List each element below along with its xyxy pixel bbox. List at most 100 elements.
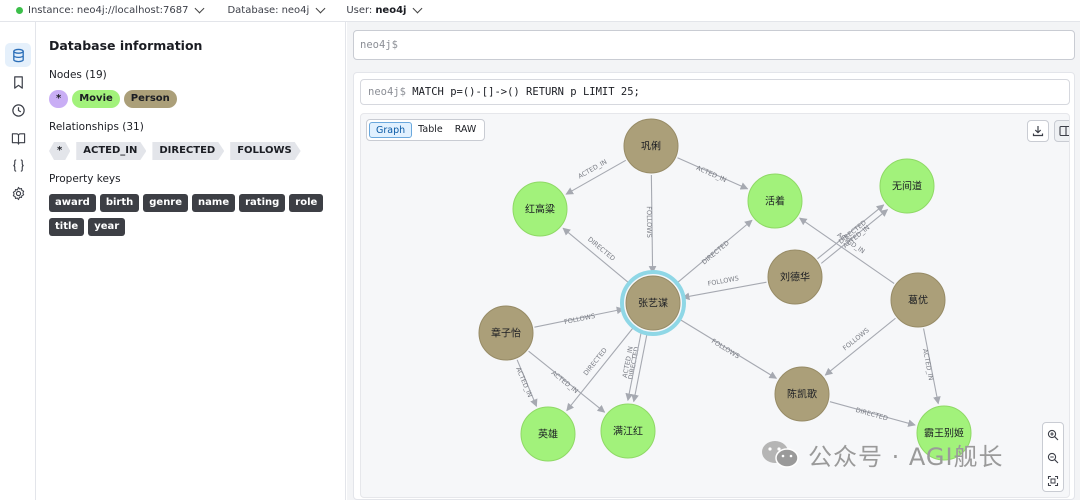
relationship-type-chip[interactable]: DIRECTED (152, 142, 224, 160)
result-prompt: neo4j$ (368, 86, 406, 98)
node-circle[interactable] (879, 158, 935, 214)
graph-node-zhangziyi[interactable]: 章子怡 (478, 305, 534, 361)
node-circle[interactable] (625, 275, 681, 331)
relationship-edge[interactable] (817, 204, 885, 260)
property-key-chip[interactable]: birth (99, 194, 140, 212)
relationships-section-title: Relationships (31) (49, 121, 144, 133)
database-selector[interactable]: Database: neo4j (227, 3, 326, 16)
node-label-chip[interactable]: Movie (72, 90, 120, 108)
graph-node-bawangbieji[interactable]: 霸王别姬 (916, 405, 972, 461)
connection-status-dot (16, 7, 23, 14)
relationship-label: FOLLOWS (841, 326, 871, 352)
node-circle[interactable] (774, 366, 830, 422)
download-button[interactable] (1027, 120, 1049, 142)
property-key-chip[interactable]: year (88, 218, 126, 236)
zoom-controls (1042, 422, 1064, 492)
relationship-edge[interactable] (565, 159, 627, 195)
relationship-edge[interactable] (566, 325, 636, 412)
relationship-label: DIRECTED (582, 346, 609, 377)
relationship-edge[interactable] (648, 174, 657, 274)
property-key-chip[interactable]: genre (143, 194, 189, 212)
relationship-edge[interactable] (562, 227, 632, 285)
history-button[interactable] (5, 98, 31, 122)
relationship-edge[interactable] (923, 328, 941, 405)
settings-button[interactable] (5, 181, 31, 205)
graph-visualization[interactable]: ACTED_IN ACTED_IN FOLLOWS DIRECTED DIRECTED F… (360, 113, 1070, 498)
chevron-down-icon (315, 3, 326, 14)
relationship-edge[interactable] (674, 219, 753, 285)
relationship-label: ACTED_IN (577, 158, 609, 181)
relationship-type-chip[interactable]: * (49, 142, 70, 160)
node-label: 霸王别姬 (924, 427, 964, 440)
relationship-type-chip[interactable]: FOLLOWS (230, 142, 300, 160)
node-circle[interactable] (747, 173, 803, 229)
node-circle[interactable] (520, 406, 576, 462)
user-value: neo4j (375, 5, 407, 16)
zoom-in-button[interactable] (1043, 423, 1063, 446)
node-circle[interactable] (478, 305, 534, 361)
relationship-edge[interactable] (829, 401, 916, 427)
relationship-edge[interactable] (516, 359, 538, 408)
zoom-in-icon (1047, 429, 1059, 440)
database-info-button[interactable] (5, 43, 31, 67)
graph-node-gongli[interactable]: 巩俐 (623, 118, 679, 174)
tab-table[interactable]: Table (418, 124, 443, 135)
graph-node-liudehua[interactable]: 刘德华 (767, 249, 823, 305)
relationship-edge[interactable] (631, 331, 648, 403)
graph-node-zhangyimou[interactable]: 张艺谋 (620, 270, 686, 336)
node-circle[interactable] (890, 272, 946, 328)
relationship-edge[interactable] (820, 209, 889, 264)
node-label-chip[interactable]: Person (123, 90, 177, 108)
graph-node-huozhe[interactable]: 活着 (747, 173, 803, 229)
zoom-out-button[interactable] (1043, 446, 1063, 469)
result-query-text: MATCH p=()-[]->() RETURN p LIMIT 25; (412, 86, 640, 98)
graph-node-geyou[interactable]: 葛优 (890, 272, 946, 328)
instance-selector[interactable]: Instance: neo4j://localhost:7687 (16, 3, 205, 16)
relationship-edge[interactable] (681, 281, 767, 301)
relationship-edge[interactable] (534, 306, 625, 328)
relationship-edge[interactable] (677, 317, 778, 379)
node-circle[interactable] (600, 403, 656, 459)
graph-node-yingxiong[interactable]: 英雄 (520, 406, 576, 462)
toggle-panel-button[interactable] (1054, 120, 1069, 142)
property-key-chip[interactable]: title (49, 218, 85, 236)
cypher-editor[interactable]: neo4j$ (353, 30, 1075, 60)
property-key-chip[interactable]: award (49, 194, 96, 212)
relationship-type-chip[interactable]: ACTED_IN (76, 142, 146, 160)
guides-button[interactable] (5, 126, 31, 150)
relationship-label: FOLLOWS (563, 312, 596, 326)
relationship-edge[interactable] (625, 330, 643, 402)
gear-icon (12, 186, 24, 200)
result-query[interactable]: neo4j$ MATCH p=()-[]->() RETURN p LIMIT … (360, 79, 1070, 105)
relationship-edge[interactable] (799, 217, 895, 284)
node-label-chip[interactable]: * (49, 90, 69, 108)
node-circle[interactable] (623, 118, 679, 174)
fit-to-screen-button[interactable] (1043, 469, 1063, 492)
query-editor-button[interactable] (5, 153, 31, 177)
relationship-edge[interactable] (824, 317, 896, 376)
graph-node-manjianghong[interactable]: 满江红 (600, 403, 656, 459)
relationship-edge[interactable] (677, 157, 749, 190)
database-value: neo4j (281, 5, 310, 16)
graph-node-honggaoliang[interactable]: 红高粱 (512, 181, 568, 237)
relationship-label: FOLLOWS (710, 337, 741, 360)
property-key-chip[interactable]: role (289, 194, 324, 212)
graph-node-chenkaige[interactable]: 陈凯歌 (774, 366, 830, 422)
property-key-chip[interactable]: rating (239, 194, 286, 212)
relationship-label: DIRECTED (855, 406, 889, 422)
tab-raw[interactable]: RAW (454, 124, 477, 135)
relationship-label: ACTED_IN (695, 164, 728, 184)
node-circle[interactable] (512, 181, 568, 237)
saved-cypher-button[interactable] (5, 70, 31, 94)
user-selector[interactable]: User: neo4j (346, 3, 423, 16)
graph-canvas[interactable]: ACTED_IN ACTED_IN FOLLOWS DIRECTED DIRECTED F… (361, 114, 1070, 498)
watermark-text: 公众号 · AGI舰长 (808, 443, 1004, 471)
relationship-edge[interactable] (528, 350, 606, 413)
node-circle[interactable] (767, 249, 823, 305)
tab-graph[interactable]: Graph (369, 122, 413, 138)
node-label: 红高粱 (525, 203, 555, 216)
property-key-chip[interactable]: name (192, 194, 236, 212)
node-circle[interactable] (916, 405, 972, 461)
graph-node-wujiandao[interactable]: 无间道 (879, 158, 935, 214)
